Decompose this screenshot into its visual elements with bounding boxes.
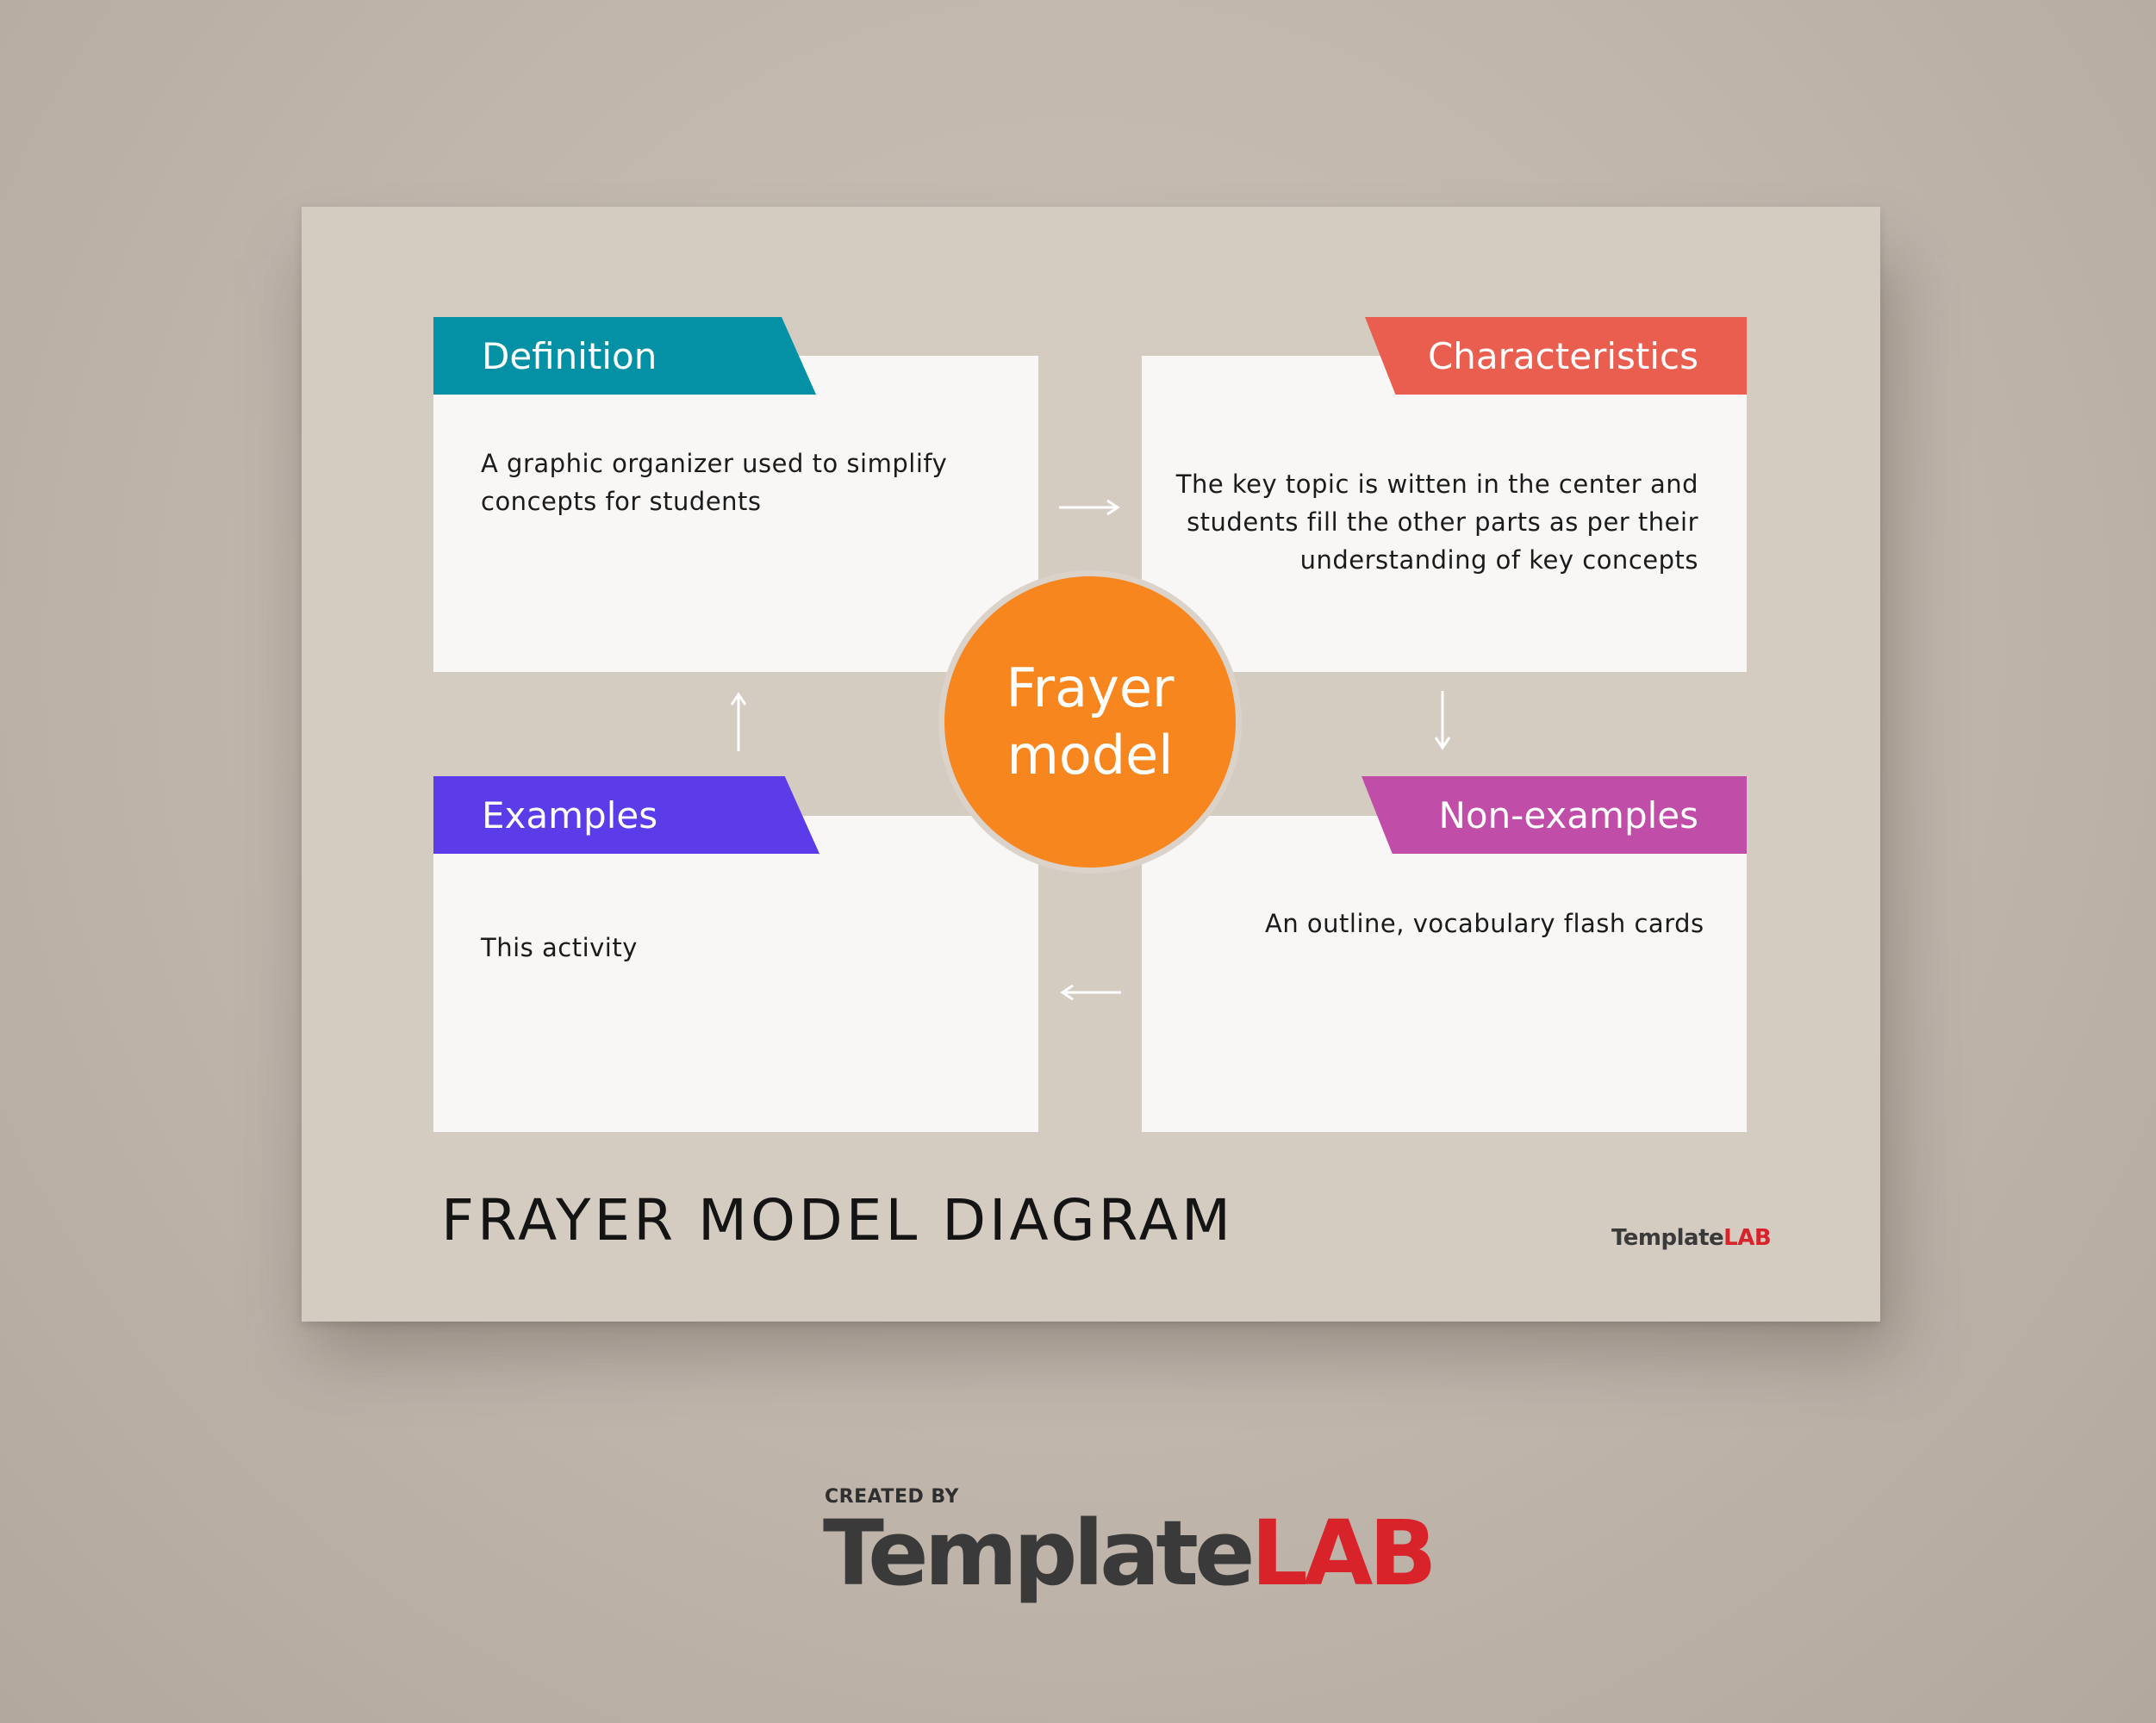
center-label-line1: Frayer [1006, 656, 1175, 719]
small-logo-part2: LAB [1723, 1225, 1772, 1251]
arrow-up-icon [730, 692, 747, 751]
arrow-left-icon [1060, 984, 1121, 1001]
characteristics-card [1142, 356, 1747, 672]
definition-tab: Definition [433, 317, 816, 395]
templatelab-logo: TemplateLAB [823, 1497, 1437, 1609]
big-logo-part1: Template [823, 1501, 1256, 1606]
diagram-title: FRAYER MODEL DIAGRAM [441, 1187, 1234, 1253]
examples-tab: Examples [433, 776, 819, 854]
non-examples-card [1142, 816, 1747, 1132]
definition-line: concepts for students [481, 487, 762, 516]
definition-heading: Definition [482, 334, 657, 377]
examples-card [433, 816, 1038, 1132]
characteristics-heading: Characteristics [1427, 334, 1698, 377]
arrow-right-icon [1059, 499, 1120, 516]
templatelab-small-logo: TemplateLAB [1611, 1225, 1772, 1251]
characteristics-tab: Characteristics [1365, 317, 1747, 395]
definition-card [433, 356, 1038, 672]
non-examples-heading: Non-examples [1438, 793, 1698, 837]
created-by-label: CREATED BY [825, 1486, 959, 1508]
characteristics-line: students fill the other parts as per the… [1187, 507, 1698, 537]
examples-line: This activity [481, 933, 638, 962]
non-examples-tab: Non-examples [1362, 776, 1747, 854]
center-label-line2: model [1006, 724, 1174, 787]
characteristics-text: The key topic is witten in the center an… [1176, 465, 1698, 579]
non-examples-text: An outline, vocabulary flash cards [1265, 905, 1704, 942]
center-circle: Frayer model [938, 570, 1242, 874]
examples-text: This activity [481, 929, 638, 967]
non-examples-line: An outline, vocabulary flash cards [1265, 909, 1704, 938]
arrow-down-icon [1434, 691, 1451, 750]
definition-text: A graphic organizer used to simplify con… [481, 445, 947, 520]
small-logo-part1: Template [1611, 1225, 1724, 1251]
definition-line: A graphic organizer used to simplify [481, 449, 948, 478]
big-logo-part2: LAB [1250, 1501, 1437, 1606]
characteristics-line: The key topic is witten in the center an… [1175, 470, 1698, 499]
characteristics-line: understanding of key concepts [1299, 545, 1698, 575]
examples-heading: Examples [482, 793, 658, 837]
